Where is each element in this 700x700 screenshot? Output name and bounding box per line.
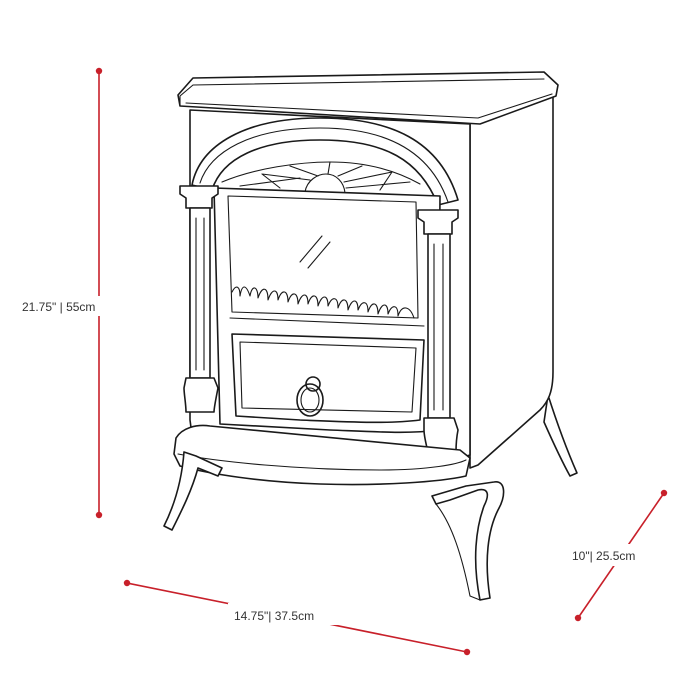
fan-hub: [304, 173, 346, 194]
stove-arch-outer: [191, 117, 459, 206]
width-dimension: 14.75"| 37.5cm: [123, 579, 471, 656]
window-glass: [227, 195, 419, 319]
stove-drawing: [163, 71, 578, 601]
height-dimension: 21.75" | 55cm: [18, 67, 158, 519]
front-right-leg-inner: [435, 503, 481, 601]
height-dimension-bottom-dot: [95, 511, 103, 519]
width-label-background: [228, 603, 348, 625]
stove-side-panel: [469, 91, 554, 469]
height-label: 21.75" | 55cm: [22, 300, 95, 314]
fan-rays: [239, 161, 411, 191]
glass-reflection-1: [299, 235, 323, 263]
height-dimension-top-dot: [95, 67, 103, 75]
right-column-capital: [417, 209, 459, 235]
ash-drawer: [231, 333, 425, 424]
ring-handle-ring-inner: [300, 387, 320, 413]
height-label-background: [18, 296, 158, 316]
left-column: [179, 185, 219, 413]
depth-dimension: 10"| 25.5cm: [570, 489, 668, 622]
depth-label-background: [570, 544, 658, 566]
ring-handle-ring: [296, 383, 324, 417]
front-left-leg: [163, 451, 223, 531]
stove-base-plinth-edge: [177, 453, 467, 471]
depth-dimension-bottom-dot: [574, 614, 582, 622]
width-label: 14.75"| 37.5cm: [234, 609, 314, 623]
back-right-leg: [543, 394, 578, 477]
stove-top-slab: [177, 71, 559, 125]
flame-log-base: [229, 317, 425, 327]
front-right-leg: [431, 481, 505, 601]
stove-top-slab-edge: [179, 78, 545, 107]
ring-handle: [296, 376, 324, 417]
left-column-shaft: [189, 207, 211, 379]
right-column: [417, 209, 459, 453]
flame-logs: [231, 286, 415, 319]
ash-drawer-inner: [239, 341, 417, 413]
glass-reflection-2: [307, 241, 331, 269]
stove-top-slab-front: [185, 93, 553, 119]
right-column-shaft: [427, 233, 451, 419]
stove-arch-inner: [199, 127, 449, 203]
left-column-base: [183, 377, 219, 413]
width-dimension-left-dot: [123, 579, 131, 587]
width-dimension-right-dot: [463, 648, 471, 656]
left-column-capital: [179, 185, 219, 209]
depth-label: 10"| 25.5cm: [572, 549, 635, 563]
depth-dimension-top-dot: [660, 489, 668, 497]
